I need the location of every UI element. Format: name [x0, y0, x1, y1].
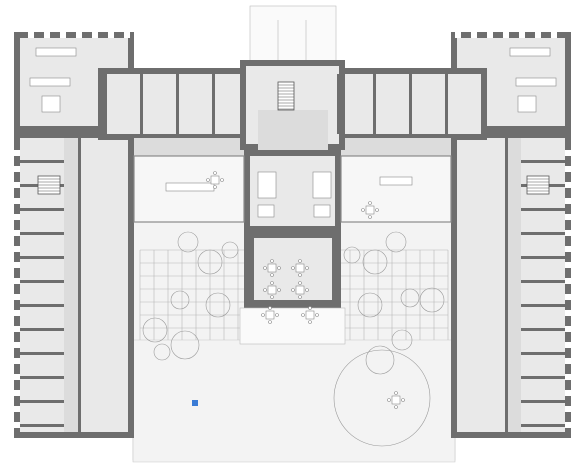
stair-central	[277, 81, 295, 111]
entrance-marker-icon	[192, 400, 198, 406]
stair-left	[37, 175, 61, 195]
right-room-partitions	[337, 74, 565, 432]
window-openings	[14, 32, 571, 428]
furniture	[29, 47, 557, 218]
cafe-tables	[206, 171, 405, 409]
stair-right	[526, 175, 550, 195]
left-room-partitions	[20, 74, 215, 432]
entrance-approach	[249, 5, 337, 65]
trees	[142, 231, 445, 447]
